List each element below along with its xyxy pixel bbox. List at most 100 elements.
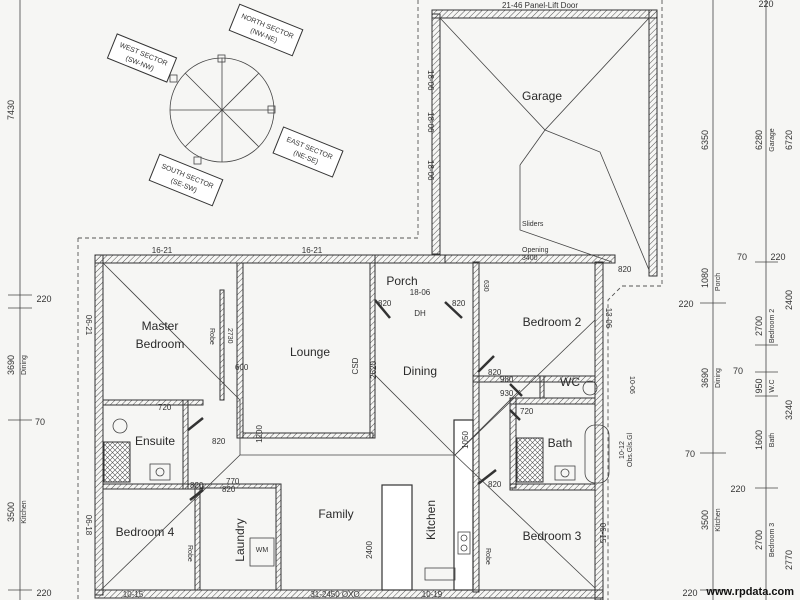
room-ensuite: Ensuite	[135, 434, 175, 448]
dim-70-right: 70	[737, 252, 747, 262]
dim-bedroom3-right: Bedroom 3	[769, 523, 776, 557]
garage-window-1: 18-06	[426, 70, 435, 91]
room-master-line1: Master	[142, 319, 179, 333]
room-wc: WC	[560, 375, 580, 389]
room-wm: WM	[256, 547, 269, 554]
west-sector-box: WEST SECTOR (SW-NW)	[106, 33, 178, 83]
watermark: www.rpdata.com	[706, 586, 794, 598]
dim-wc-right: W.C	[769, 379, 776, 392]
dim-6280: 6280	[754, 130, 764, 150]
garage-opening-label: Opening	[522, 247, 549, 254]
laundry-cupboard: 1200	[255, 425, 264, 443]
csd-width: 2620	[369, 361, 378, 379]
door-820-entry: 820	[378, 299, 392, 308]
dim-kitchen-right: Kitchen	[715, 508, 722, 531]
room-kitchen: Kitchen	[424, 500, 438, 540]
room-bath: Bath	[548, 436, 573, 450]
dim-3240: 3240	[784, 400, 794, 420]
dim-2770: 2770	[784, 550, 794, 570]
eaves-outline-left	[78, 0, 419, 239]
window-bath-side: 10-12	[619, 441, 626, 459]
pantry: 1050	[461, 431, 470, 449]
dim-220-right-bath: 220	[730, 484, 745, 494]
dim-7430: 7430	[6, 100, 16, 120]
annotations: 16-21 16-21 18-06 DH 820 820 820 820 820…	[84, 246, 635, 599]
dim-bath-right: Bath	[769, 433, 776, 448]
south-sector-box: SOUTH SECTOR (SE-SW)	[148, 153, 224, 207]
robe-bed4: Robe	[186, 545, 193, 562]
dim-220-right-bottom: 220	[682, 588, 697, 598]
dim-garage-right: Garage	[769, 128, 776, 151]
door-770: 770	[226, 477, 240, 486]
dim-220-left-bottom: 220	[36, 588, 51, 598]
dim-3690-right: 3690	[700, 368, 710, 388]
window-kitchen-bottom: 10-19	[422, 590, 443, 599]
dim-3690-left: 3690	[6, 355, 16, 375]
porch-dh-label: DH	[414, 309, 426, 318]
room-master-line2: Bedroom	[136, 337, 185, 351]
door-820-ensuite: 820	[212, 437, 226, 446]
dim-dining-left: Dining	[21, 355, 28, 375]
dim-220-right-mid: 220	[678, 299, 693, 309]
window-master-top: 16-21	[152, 246, 173, 255]
left-dimensions: 7430 220 3690 Dining 70 3500 Kitchen 220	[6, 0, 52, 600]
garage-window-2: 18-06	[426, 112, 435, 133]
roof-lines	[102, 262, 596, 589]
dim-70-left: 70	[35, 417, 45, 427]
door-720-bath: 720	[520, 407, 534, 416]
window-master-side: 06-21	[84, 315, 93, 336]
room-lounge: Lounge	[290, 345, 330, 359]
dim-2400-right: 2400	[784, 290, 794, 310]
garage-window-3: 18-06	[426, 160, 435, 181]
door-820-dining: 820	[452, 299, 466, 308]
kitchen-bench: 2400	[365, 541, 374, 559]
robe-master: Robe	[208, 328, 215, 345]
dim-3500-right: 3500	[700, 510, 710, 530]
bathtub	[584, 424, 610, 484]
dim-1080: 1080	[700, 268, 710, 288]
right-dimensions: 220 6350 6280 Garage 6720 70 220 1080 Po…	[678, 0, 794, 600]
eaves-outline-right	[607, 0, 663, 600]
window-wc-side: 10-06	[628, 376, 635, 394]
east-sector-box: EAST SECTOR (NE-SE)	[272, 126, 344, 178]
dim-220-left: 220	[36, 294, 51, 304]
window-bed2-side: 13-06	[604, 308, 613, 329]
garage: Garage 21-46 Panel-Lift Door 18-06 18-06…	[426, 1, 658, 277]
window-porch: 18-06	[410, 288, 431, 297]
room-dining: Dining	[403, 364, 437, 378]
wc-toilet	[582, 380, 598, 396]
robe-bed2-width: 630	[482, 280, 489, 292]
door-720-ensuite: 720	[158, 403, 172, 412]
window-bed4-bottom: 10-15	[123, 590, 144, 599]
door-820-laundry: 820	[222, 485, 236, 494]
door-820-bed2: 820	[488, 368, 502, 377]
room-family: Family	[318, 507, 353, 521]
door-swings	[187, 299, 523, 501]
dim-2700-bed3: 2700	[754, 530, 764, 550]
door-820-garage: 820	[618, 265, 632, 274]
window-lounge-top: 16-21	[302, 246, 323, 255]
robe-bed3: Robe	[484, 548, 491, 565]
dim-1600: 1600	[754, 430, 764, 450]
north-sector-box: NORTH SECTOR (NW-NE)	[228, 3, 304, 57]
robe-master-width: 2730	[226, 328, 233, 344]
csd-label: CSD	[351, 357, 360, 374]
room-bedroom-2: Bedroom 2	[523, 315, 582, 329]
window-bed4-side: 06-18	[84, 515, 93, 536]
wc-980: 980	[500, 375, 514, 384]
dim-bedroom2-right: Bedroom 2	[769, 309, 776, 343]
garage-label: Garage	[522, 89, 562, 103]
dim-3500-left: 3500	[6, 502, 16, 522]
dim-220-right-top: 220	[758, 0, 773, 9]
dim-2700-bed2: 2700	[754, 316, 764, 336]
dim-70-right-3: 70	[685, 449, 695, 459]
door-820-bed4: 820	[190, 481, 204, 490]
garage-sliders-label: Sliders	[522, 221, 544, 228]
room-labels: Master Bedroom Lounge Dining Porch Bedro…	[116, 274, 582, 562]
window-bath-glass: Obs.Gls.Gl	[627, 432, 634, 467]
room-bedroom-4: Bedroom 4	[116, 525, 175, 539]
garage-door-label: 21-46 Panel-Lift Door	[502, 1, 578, 10]
dim-950: 950	[754, 378, 764, 393]
window-family-bottom: 31-2450 OXO	[310, 590, 359, 599]
dim-kitchen-left: Kitchen	[21, 500, 28, 523]
